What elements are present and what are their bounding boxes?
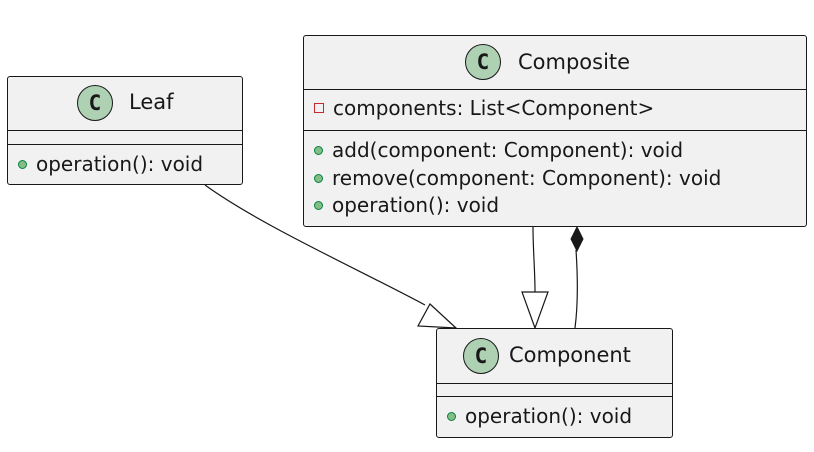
class-name: Leaf xyxy=(129,90,174,114)
method-item: add(component: Component): void xyxy=(314,138,683,162)
class-icon: C xyxy=(463,338,499,374)
class-name: Component xyxy=(509,343,631,367)
method-item: operation(): void xyxy=(314,193,499,217)
leaf-generalization-line xyxy=(204,184,426,306)
composition-diamond xyxy=(570,225,584,253)
composite-generalization-arrowhead xyxy=(521,291,549,330)
divider xyxy=(437,383,672,384)
class-icon: C xyxy=(465,44,501,80)
leaf-generalization-arrowhead xyxy=(417,303,458,329)
public-marker-icon xyxy=(314,145,323,155)
divider xyxy=(304,130,806,131)
field-item: components: List<Component> xyxy=(314,96,654,120)
class-component: C Component operation(): void xyxy=(436,328,673,438)
divider xyxy=(8,144,242,145)
composite-generalization-line xyxy=(532,226,536,293)
divider xyxy=(8,130,242,131)
divider xyxy=(304,89,806,90)
public-marker-icon xyxy=(18,159,27,169)
method-item: operation(): void xyxy=(18,152,203,176)
public-marker-icon xyxy=(314,173,323,183)
class-name: Composite xyxy=(518,50,631,74)
divider xyxy=(437,396,672,397)
method-item: remove(component: Component): void xyxy=(314,166,721,190)
public-marker-icon xyxy=(314,200,323,210)
class-composite: C Composite components: List<Component> … xyxy=(303,35,807,227)
public-marker-icon xyxy=(447,411,456,421)
class-leaf: C Leaf operation(): void xyxy=(7,76,243,185)
class-icon: C xyxy=(77,85,113,121)
composition-line xyxy=(574,249,578,329)
private-marker-icon xyxy=(314,103,324,113)
method-item: operation(): void xyxy=(447,404,632,428)
